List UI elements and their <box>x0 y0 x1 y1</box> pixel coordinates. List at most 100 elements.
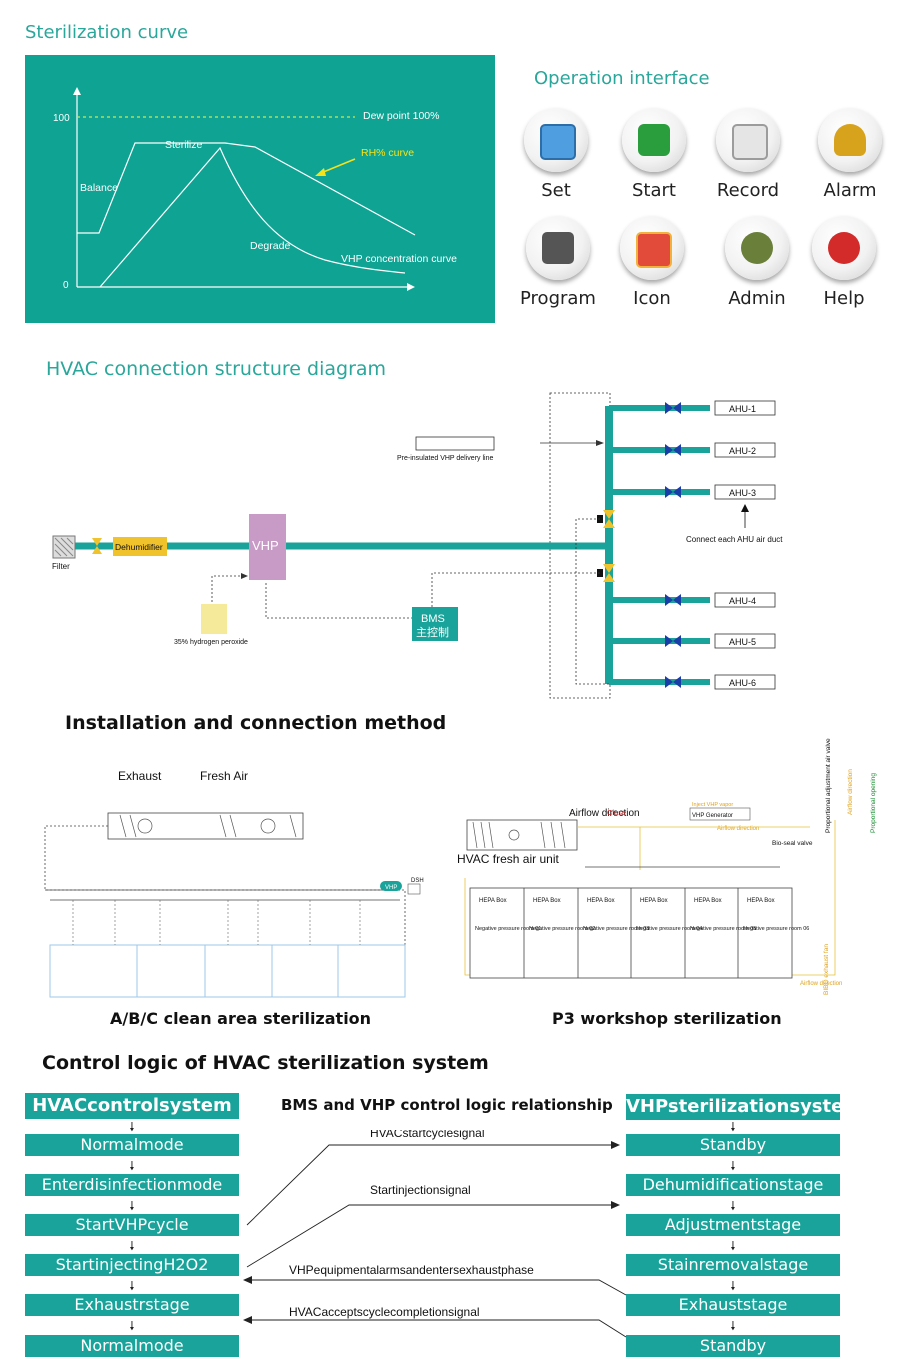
op-admin[interactable]: Admin <box>707 216 807 309</box>
delivery-line-label: Pre-insulated VHP delivery line <box>397 455 493 462</box>
signal-lines: HVACstartcyclesignal Startinjectionsigna… <box>243 1130 627 1338</box>
vhp-tag-box <box>380 881 402 891</box>
op-help[interactable]: Help <box>794 216 894 309</box>
dehumidifier-label: Dehumidifier <box>115 542 163 552</box>
op-set[interactable]: Set <box>506 108 606 201</box>
left-arrow-5: 🠗 <box>129 1319 135 1333</box>
hepa-box-4: HEPA Box <box>640 898 668 904</box>
start-power-icon <box>622 108 686 172</box>
delivery-line-box <box>415 436 495 451</box>
left-arrow-2: 🠗 <box>129 1199 135 1213</box>
dehumidifier-box <box>113 537 167 556</box>
degrade-label: Degrade <box>250 240 290 252</box>
bibo-label: BIBO exhaust fan <box>823 944 830 995</box>
signal-arrow-3 <box>243 1276 252 1284</box>
room-03: Negative pressure room 03 <box>583 926 649 932</box>
rh-curve-label: RH% curve <box>361 147 414 159</box>
y-axis-arrow <box>73 87 81 95</box>
ahu-1-label: AHU-1 <box>729 404 756 414</box>
right-arrow-5: 🠗 <box>730 1319 736 1333</box>
control-title: Control logic of HVAC sterilization syst… <box>42 1052 489 1074</box>
vhp-curve <box>99 146 406 288</box>
exhaust-label: Exhaust <box>118 769 162 783</box>
op-record[interactable]: Record <box>698 108 798 201</box>
filter-label: Filter <box>52 562 70 571</box>
signal-arrow-4 <box>243 1316 252 1324</box>
prop-open-label: Proportional opening <box>870 773 877 833</box>
room-06: Negative pressure room 06 <box>743 926 809 932</box>
hvac-diagram: Filter Dehumidifier VHP 35% hydrogen per… <box>52 392 783 699</box>
left-step-enter-disinfection: Enterdisinfectionmode <box>25 1174 239 1196</box>
ahu-6-label: AHU-6 <box>729 678 756 688</box>
room-02: Negative pressure room 02 <box>529 926 595 932</box>
install-left-diagram: Exhaust Fresh Air VHP DSH <box>44 769 424 998</box>
vhp-system-header: VHPsterilizationsystem <box>626 1094 862 1120</box>
airflow-vertical-label: Airflow direction <box>847 769 854 815</box>
balance-label: Balance <box>80 182 118 194</box>
left-step-normal-2: Normalmode <box>25 1335 239 1357</box>
right-step-exhaust: Exhauststage <box>626 1294 840 1316</box>
bio-seal-label: Bio-seal valve <box>772 840 813 847</box>
airflow-direction-small: Airflow direction <box>717 826 759 832</box>
peroxide-tank <box>201 604 227 634</box>
left-step-normal-1: Normalmode <box>25 1134 239 1156</box>
left-step-injecting: StartinjectingH2O2 <box>25 1254 239 1276</box>
y-top-label: 100 <box>53 113 70 124</box>
ahu-unit <box>107 812 304 840</box>
connect-note: Connect each AHU air duct <box>686 535 783 544</box>
op-start-label: Start <box>632 180 676 201</box>
picture-chart-icon <box>620 216 684 280</box>
left-arrow-1: 🠗 <box>129 1159 135 1173</box>
sterilize-label: Sterilize <box>165 139 203 151</box>
op-alarm[interactable]: Alarm <box>800 108 900 201</box>
op-program[interactable]: Program <box>508 216 608 309</box>
hvac-unit-label: HVAC fresh air unit <box>457 852 559 866</box>
ahu-2-label: AHU-2 <box>729 446 756 456</box>
vhp-tag: VHP <box>385 885 397 891</box>
signal-start-injection: Startinjectionsignal <box>370 1183 471 1197</box>
left-arrow-0: 🠗 <box>129 1120 135 1134</box>
bms-label: BMS <box>421 613 445 625</box>
op-set-label: Set <box>541 180 571 201</box>
generator-label: VHP Generator <box>692 813 733 819</box>
room-01: Negative pressure room 01 <box>475 926 541 932</box>
clean-rooms <box>49 944 406 998</box>
x-axis-arrow <box>407 283 415 291</box>
left-step-exhaust: Exhaustrstage <box>25 1294 239 1316</box>
signal-start-cycle: HVACstartcyclesignal <box>370 1130 484 1140</box>
right-step-dehumidification: Dehumidificationstage <box>626 1174 840 1196</box>
install-title: Installation and connection method <box>65 712 447 734</box>
keys-icon <box>725 216 789 280</box>
bell-icon <box>818 108 882 172</box>
dsh-label: DSH <box>411 878 424 884</box>
record-check-icon <box>716 108 780 172</box>
branch-valves <box>665 402 681 688</box>
room-04: Negative pressure room 04 <box>636 926 702 932</box>
op-icon[interactable]: Icon <box>602 216 702 309</box>
right-step-standby-1: Standby <box>626 1134 840 1156</box>
program-terminal-icon <box>526 216 590 280</box>
rh-pointer-arrow <box>320 158 356 174</box>
op-start[interactable]: Start <box>604 108 704 201</box>
vhp-curve-label: VHP concentration curve <box>341 253 457 265</box>
settings-window-icon <box>524 108 588 172</box>
airflow-bottom-label: Airflow direction <box>800 981 842 987</box>
sterilization-title: Sterilization curve <box>25 22 189 43</box>
bms-box <box>412 607 458 641</box>
hepa-box-6: HEPA Box <box>747 898 775 904</box>
dew-point-label: Dew point 100% <box>363 110 439 122</box>
right-arrow-2: 🠗 <box>730 1199 736 1213</box>
ahu-3-label: AHU-3 <box>729 488 756 498</box>
install-right-diagram: Proportional adjustment air valve Airflo… <box>457 738 877 995</box>
caption-right: P3 workshop sterilization <box>552 1009 782 1028</box>
ahu-4-label: AHU-4 <box>729 596 756 606</box>
ahu-5-label: AHU-5 <box>729 637 756 647</box>
signal-arrow-2 <box>611 1201 620 1209</box>
left-arrow-3: 🠗 <box>129 1239 135 1253</box>
signal-alarm-exhaust: VHPequipmentalarmsandentersexhaustphase <box>289 1263 534 1277</box>
rh-curve <box>77 142 416 236</box>
bms-cn-label: 主控制 <box>416 625 449 639</box>
op-admin-label: Admin <box>728 288 786 309</box>
operation-title: Operation interface <box>534 68 710 89</box>
vhp-box <box>249 514 286 580</box>
